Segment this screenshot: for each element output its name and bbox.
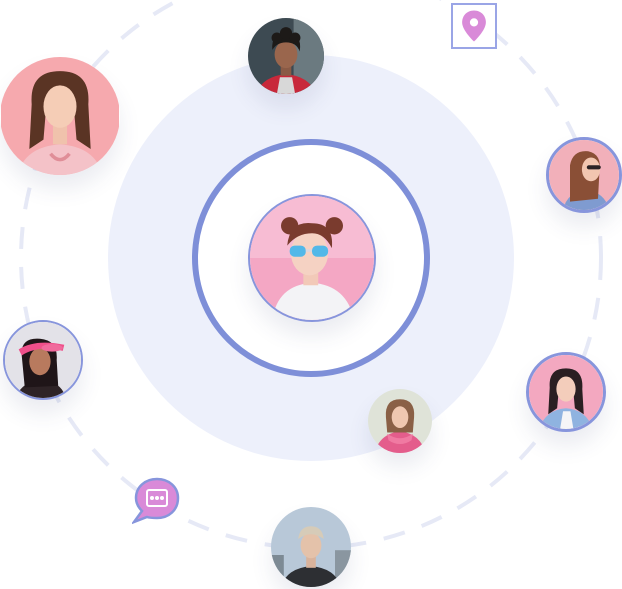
top-left-avatar-photo xyxy=(1,57,119,175)
location-pin-glyph xyxy=(462,10,486,42)
top-avatar-photo xyxy=(248,18,324,94)
location-pin-icon xyxy=(451,3,497,49)
right-avatar[interactable] xyxy=(546,137,622,213)
thick-ring xyxy=(192,139,430,377)
right-avatar-photo xyxy=(549,140,619,210)
bottom-avatar[interactable] xyxy=(271,507,351,587)
top-left-avatar[interactable] xyxy=(0,57,120,175)
center-avatar-photo xyxy=(250,196,374,320)
center-avatar[interactable] xyxy=(248,194,376,322)
lower-right-avatar-photo xyxy=(529,355,603,429)
inner-lower-avatar-photo xyxy=(368,389,432,453)
top-avatar[interactable] xyxy=(248,18,324,94)
chat-bubble-icon xyxy=(132,475,182,525)
chat-bubble-glyph xyxy=(132,477,180,525)
left-avatar[interactable] xyxy=(3,320,83,400)
inner-lower-avatar[interactable] xyxy=(368,389,432,453)
bottom-avatar-photo xyxy=(271,507,351,587)
lower-right-avatar[interactable] xyxy=(526,352,606,432)
left-avatar-photo xyxy=(5,322,81,398)
